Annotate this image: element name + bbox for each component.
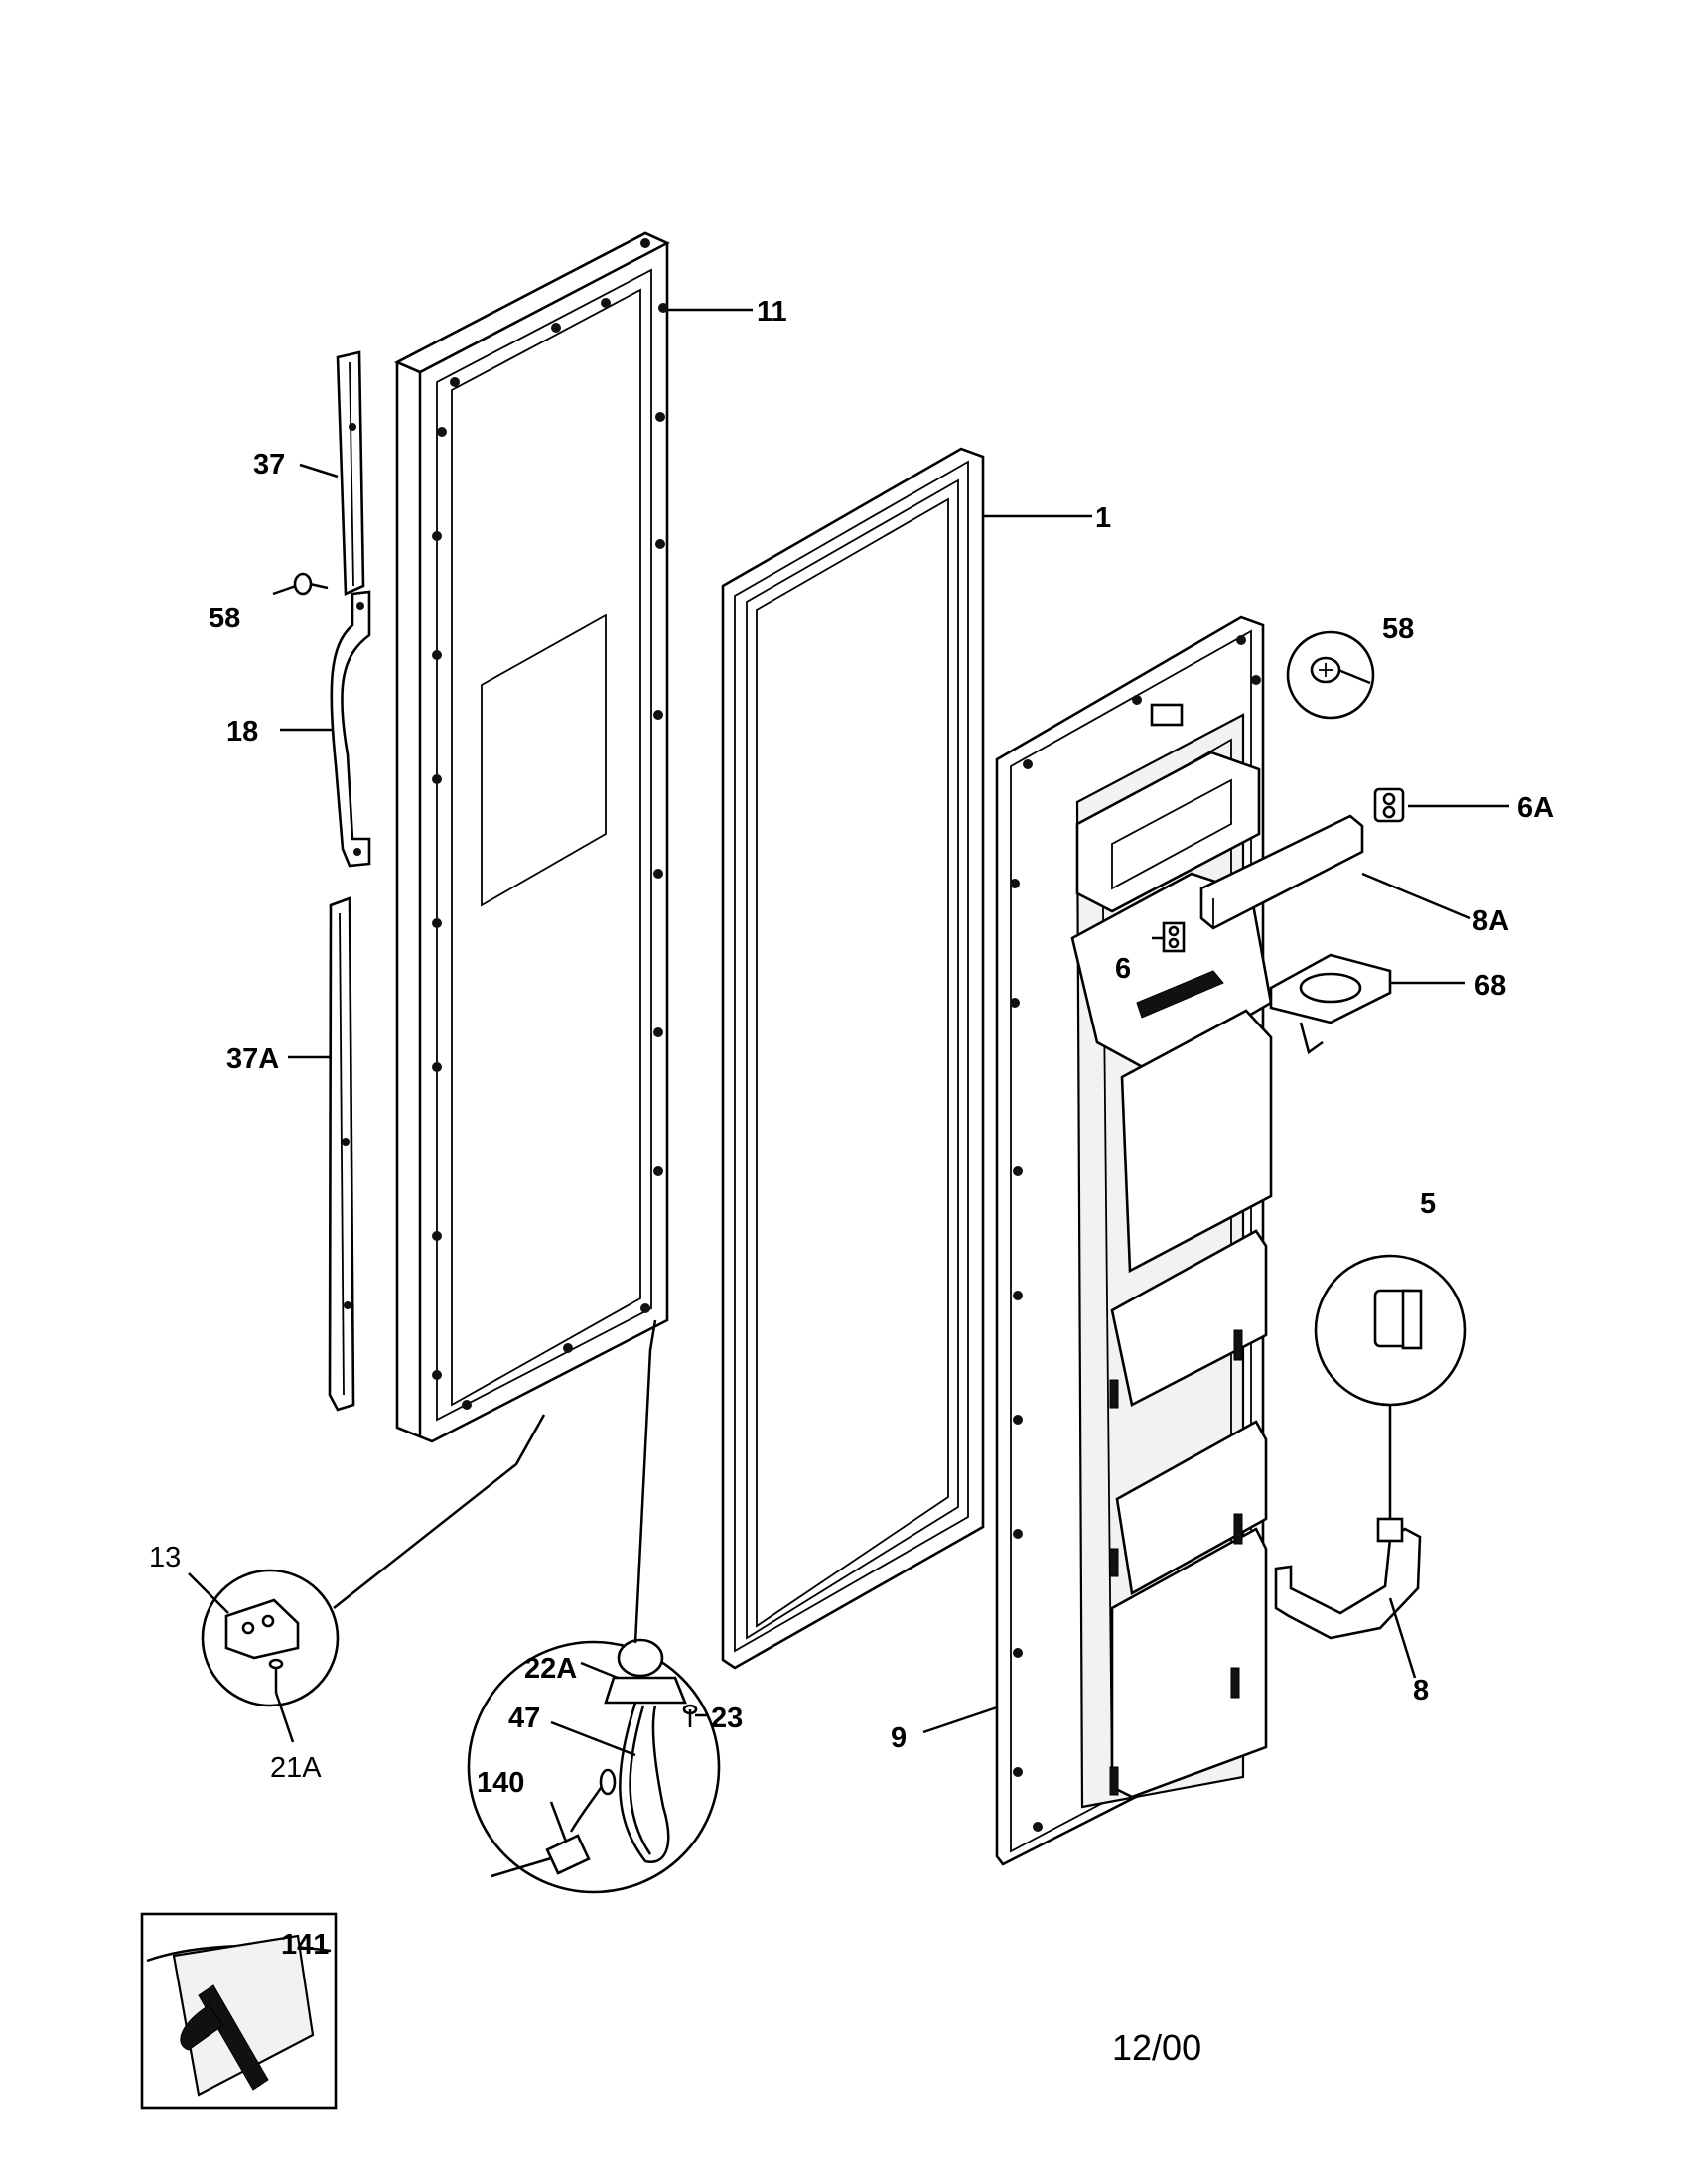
outer-door-panel [393, 231, 670, 1443]
label-47: 47 [508, 1703, 540, 1734]
dispenser-cup-68 [1269, 953, 1392, 1055]
screw-58-detail-circle [1286, 630, 1375, 720]
screw-58-left [293, 572, 329, 596]
label-5: 5 [1420, 1188, 1436, 1220]
label-21a: 21A [270, 1752, 322, 1784]
door-handle [330, 590, 371, 868]
label-68: 68 [1474, 970, 1506, 1002]
label-37a: 37A [226, 1043, 279, 1075]
label-9: 9 [891, 1722, 907, 1754]
label-6a: 6A [1517, 792, 1554, 824]
label-58-left: 58 [209, 603, 240, 634]
leader-lines [188, 308, 1509, 1843]
date-code: 12/00 [1112, 2027, 1201, 2068]
upper-trim-strip [336, 350, 365, 596]
label-8a: 8A [1473, 905, 1509, 937]
light-socket-detail-circle [467, 1319, 721, 1894]
label-37: 37 [253, 449, 285, 480]
label-13: 13 [149, 1542, 181, 1573]
label-58-right: 58 [1382, 614, 1414, 645]
label-11: 11 [757, 296, 787, 328]
door-gasket [721, 447, 985, 1670]
lower-trim-strip [328, 896, 355, 1412]
clip-6 [1162, 921, 1186, 953]
icon-box-141 [140, 1912, 338, 2110]
label-140: 140 [477, 1767, 524, 1799]
label-18: 18 [226, 716, 258, 748]
rail-8a [1199, 814, 1364, 930]
label-1: 1 [1095, 502, 1111, 534]
label-6: 6 [1115, 953, 1131, 985]
clip-5-detail-circle [1314, 1254, 1467, 1519]
label-22a: 22A [524, 1653, 577, 1685]
callout-labels: 11 1 37 58 18 37A 13 21A 22A 47 23 140 1… [149, 296, 1554, 2068]
inner-door-liner [995, 615, 1273, 1866]
label-8: 8 [1413, 1675, 1429, 1706]
label-141: 141 [281, 1929, 329, 1961]
label-23: 23 [711, 1703, 743, 1734]
clip-6a [1373, 787, 1405, 823]
bracket-detail-circle [201, 1414, 546, 1707]
support-bracket-8 [1274, 1517, 1422, 1640]
